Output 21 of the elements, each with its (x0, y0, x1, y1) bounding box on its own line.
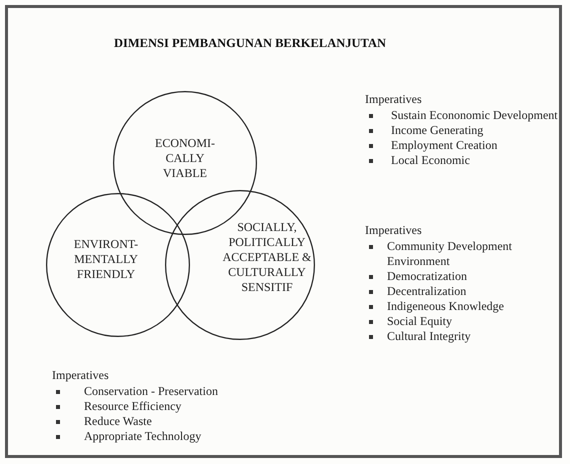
list-item: Sustain Econonomic Development (391, 108, 558, 123)
list-item: Cultural Integrity (387, 329, 471, 344)
list-heading: Imperatives (365, 92, 423, 107)
list-item: Income Generating (391, 123, 484, 138)
list-heading: Imperatives (365, 223, 423, 238)
list-item: Decentralization (387, 284, 466, 299)
list-item: Democratization (387, 269, 467, 284)
list-heading: Imperatives (52, 368, 110, 383)
circle-label: SOCIALLY, POLITICALLY ACCEPTABLE & CULTURALLY SENSITIF (222, 220, 312, 295)
circle-label: ENVIRONT- MENTALLY FRIENDLY (72, 237, 140, 282)
list-item: Appropriate Technology (84, 429, 202, 444)
list-item: Local Economic (391, 153, 470, 168)
list-item: Resource Efficiency (84, 399, 182, 414)
list-item: Conservation - Preservation (84, 384, 218, 399)
list-item: Community Development Environment (387, 239, 513, 269)
diagram-title: DIMENSI PEMBANGUNAN BERKELANJUTAN (112, 36, 387, 51)
list-item: Employment Creation (391, 138, 498, 153)
list-item: Social Equity (387, 314, 452, 329)
list-item: Reduce Waste (84, 414, 152, 429)
circle-label: ECONOMI- CALLY VIABLE (154, 136, 216, 181)
list-item: Indigeneous Knowledge (387, 299, 504, 314)
